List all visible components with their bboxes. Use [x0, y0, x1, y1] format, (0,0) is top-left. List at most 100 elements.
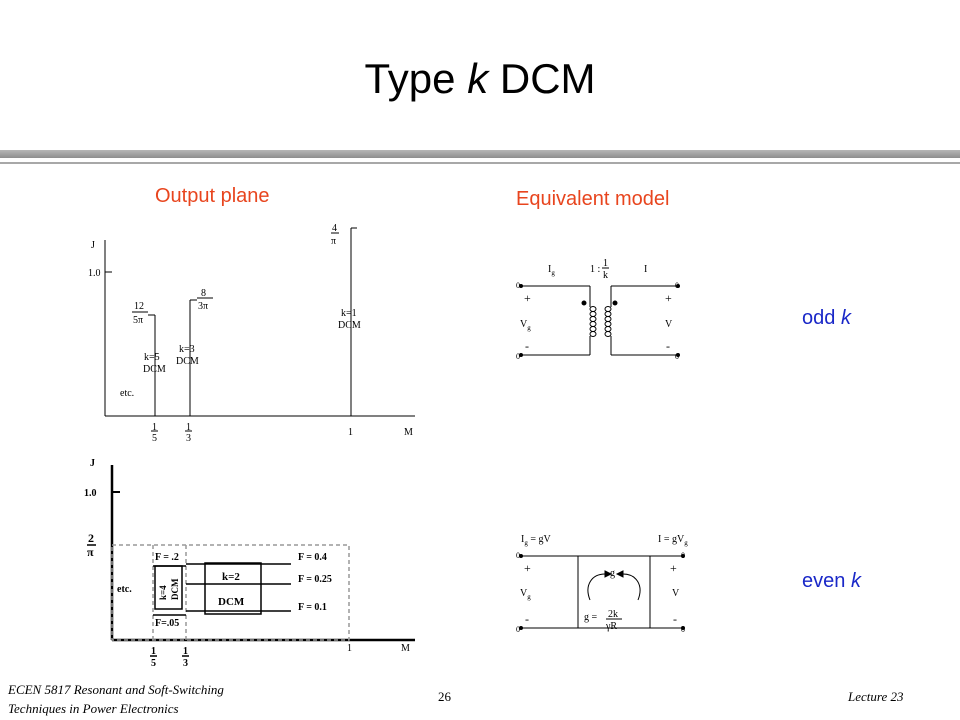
circuit-top	[519, 267, 680, 357]
plot-top	[104, 227, 415, 432]
ct-primary-coil-6	[589, 331, 597, 337]
k2-dcm-region	[204, 562, 262, 615]
ct-secondary-coil-5	[604, 326, 612, 332]
cb-g-num: 2k	[608, 609, 618, 620]
x5-num: 1	[152, 422, 157, 433]
k2-label: k=2	[222, 571, 240, 583]
x3-den: 3	[186, 433, 191, 444]
k5-label: k=5	[144, 352, 160, 363]
ct-vg-label: Vg	[520, 319, 531, 332]
cb-g-den: γR	[605, 621, 617, 632]
ct-left-bottom-zero: 0	[516, 352, 520, 361]
odd-k-label: odd k	[802, 307, 851, 329]
footer-course-line1: ECEN 5817 Resonant and Soft-Switching	[8, 682, 224, 697]
ct-ratio-num: 1	[603, 258, 608, 269]
slide-title: Type k DCM	[0, 55, 960, 103]
cb-vg-minus: -	[525, 612, 529, 626]
page-number: 26	[438, 689, 451, 704]
ct-primary-coil-3	[589, 316, 597, 322]
plot-bottom-y-axis-label: J	[90, 458, 95, 469]
k3-boundary-num: 8	[201, 288, 206, 299]
bottom-x3-den: 3	[183, 658, 188, 669]
gyrator-left-arrow	[604, 570, 613, 578]
gyrator-left-arc	[587, 573, 606, 601]
f025-label: F = 0.25	[298, 574, 332, 585]
ct-primary-coil-1	[589, 306, 597, 312]
ct-primary-coil-5	[589, 326, 597, 332]
bottom-x5-den: 5	[151, 658, 156, 669]
ct-secondary-coil-4	[604, 321, 612, 327]
ct-left-top-terminal	[519, 284, 523, 288]
k5-boundary-den: 5π	[133, 315, 143, 326]
k2-dcm-label: DCM	[218, 596, 245, 608]
circuit-bottom	[519, 554, 685, 630]
x3-num: 1	[186, 422, 191, 433]
ct-secondary-coil-1	[604, 306, 612, 312]
equivalent-model-heading: Equivalent model	[516, 188, 670, 210]
ct-secondary-coil-3	[604, 316, 612, 322]
ct-ig-label: Ig	[548, 264, 555, 277]
ct-v-label: V	[665, 319, 673, 330]
title-rule-thin	[0, 162, 960, 164]
ct-secondary-dot	[612, 300, 618, 306]
plot-bottom-etc: etc.	[117, 584, 132, 595]
k5-dcm-label: DCM	[143, 364, 166, 375]
cb-left-bottom-terminal	[519, 626, 523, 630]
cb-vg-label: Vg	[520, 588, 531, 601]
cb-right-bottom-terminal	[681, 626, 685, 630]
cb-vg-plus: +	[524, 561, 531, 575]
ct-vg-plus: +	[524, 291, 531, 305]
cb-left-top-zero: 0	[516, 551, 520, 560]
f01-label: F = 0.1	[298, 602, 327, 613]
bottom-x3-num: 1	[183, 646, 188, 657]
f005-label: F=.05	[155, 618, 179, 629]
ct-vg-minus: -	[525, 339, 529, 353]
k3-label: k=3	[179, 344, 195, 355]
plot-top-y-tick-label: 1.0	[88, 268, 101, 279]
ct-v-minus: -	[666, 339, 670, 353]
k3-dcm-label: DCM	[176, 356, 199, 367]
title-type: Type	[364, 55, 456, 102]
k5-boundary-num: 12	[134, 301, 144, 312]
output-plane-heading: Output plane	[155, 185, 270, 207]
cb-g-eq-label: g =	[584, 612, 598, 623]
cb-right-top-terminal	[681, 554, 685, 558]
gyrator-g-label: g	[610, 568, 615, 579]
ct-primary-coil-2	[589, 311, 597, 317]
ct-secondary-coil-6	[604, 331, 612, 337]
footer-course: ECEN 5817 Resonant and Soft-Switching Te…	[8, 680, 224, 718]
ct-right-bottom-zero: 0	[675, 352, 679, 361]
plot-top-etc: etc.	[120, 388, 134, 399]
ct-left-top-zero: 0	[516, 281, 520, 290]
ct-primary-dot	[581, 300, 587, 306]
plot-bottom-x-axis-label: M	[401, 643, 410, 654]
plot-top-labels: J 1.0 M 1 4 π k=1 DCM 8 3π k=3 DCM 12 5π…	[88, 223, 413, 444]
gyrator-right-arc	[622, 573, 641, 601]
ct-right-top-zero: 0	[675, 281, 679, 290]
ct-ratio-den: k	[603, 270, 608, 281]
k1-boundary-den: π	[331, 236, 336, 247]
circuit-top-labels: Ig I 1 : 1 k 0 0 0 0 + + Vg V - -	[516, 258, 679, 361]
f02-label: F = .2	[155, 552, 179, 563]
ct-primary-coil-4	[589, 321, 597, 327]
cb-ig-eq-label: Ig = gV	[521, 534, 551, 547]
k4-label: k=4	[158, 585, 168, 600]
gyrator-right-arrow	[615, 570, 624, 578]
ct-i-label: I	[644, 264, 647, 275]
cb-right-bottom-zero: 0	[681, 625, 685, 634]
two-pi-num: 2	[88, 531, 94, 545]
ct-right-bottom-terminal	[676, 353, 680, 357]
plot-top-x-tick-label: 1	[348, 427, 353, 438]
title-k: k	[467, 55, 489, 102]
cb-left-bottom-zero: 0	[516, 625, 520, 634]
bottom-x5-num: 1	[151, 646, 156, 657]
cb-i-eq-label: I = gVg	[658, 534, 688, 547]
ct-left-bottom-terminal	[519, 353, 523, 357]
circuit-bottom-labels: Ig = gV I = gVg 0 0 0 0 + + Vg V - - g g…	[516, 534, 688, 634]
f04-label: F = 0.4	[298, 552, 327, 563]
footer-lecture: Lecture 23	[848, 689, 904, 704]
title-rule-thick	[0, 150, 960, 158]
plot-top-y-axis-label: J	[91, 240, 95, 251]
plot-bottom-labels: J 1.0 2 π F = .2 F = 0.4 F = 0.25 F = 0.…	[84, 458, 410, 669]
